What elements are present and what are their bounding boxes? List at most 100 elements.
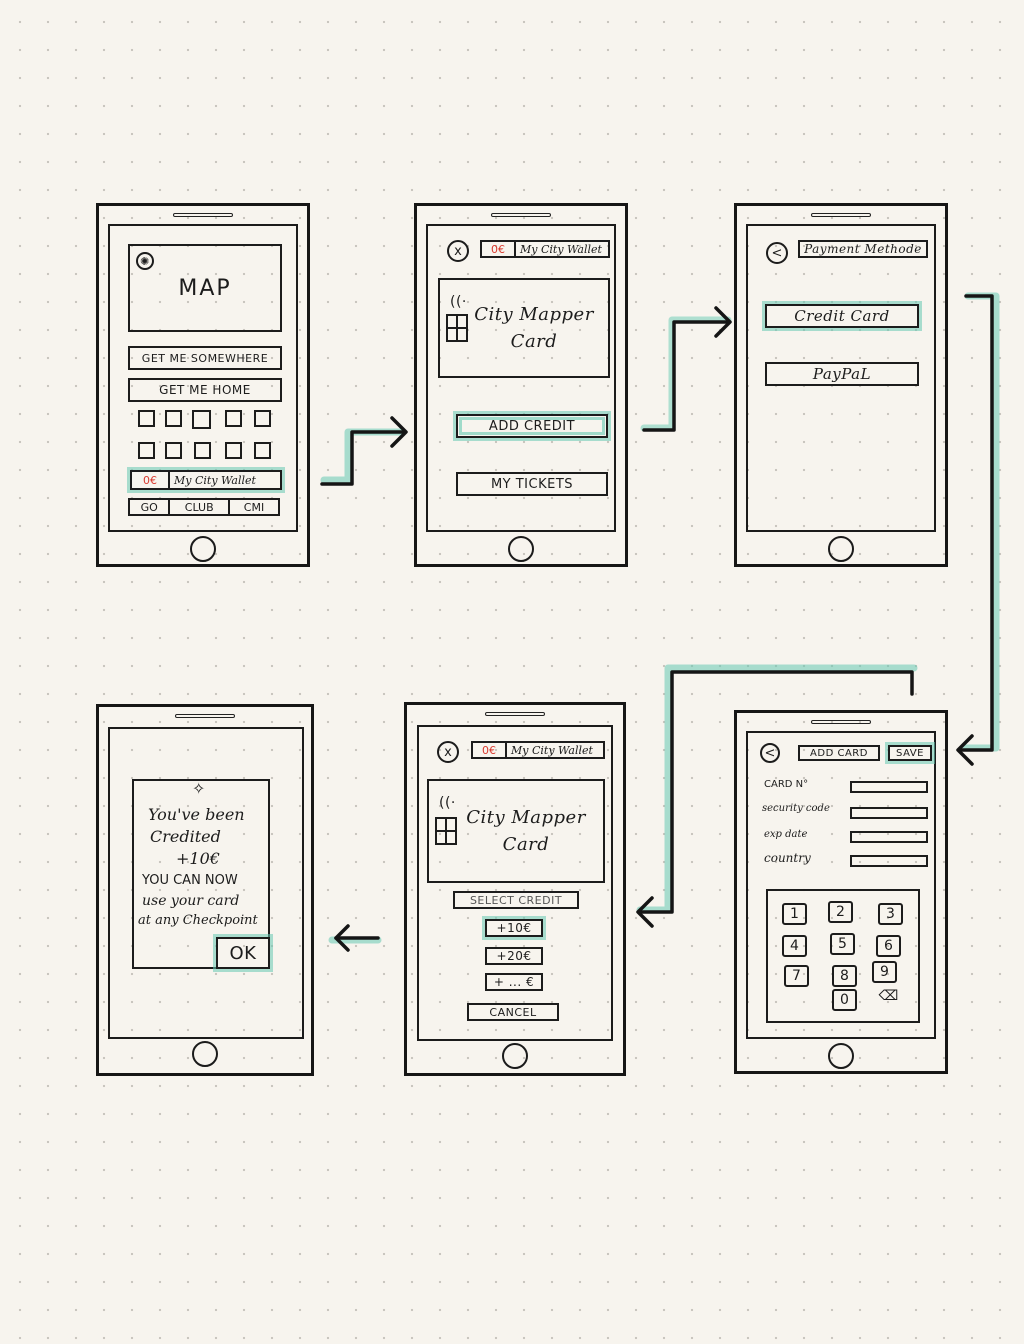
contactless-icon: ((· xyxy=(439,795,456,811)
message-line2: Credited xyxy=(150,827,221,846)
key-4[interactable]: 4 xyxy=(782,935,807,957)
ok-button[interactable]: OK xyxy=(216,937,270,969)
chip-icon xyxy=(446,314,468,342)
shortcut-tile[interactable] xyxy=(165,410,182,427)
arrow-1-highlight xyxy=(320,428,404,484)
key-2[interactable]: 2 xyxy=(828,901,853,923)
arrow-3 xyxy=(958,294,994,752)
page-title: ADD CARD xyxy=(798,745,880,761)
map-label: MAP xyxy=(178,275,232,301)
screen: ✺ MAP GET ME SOMEWHERE GET ME HOME 0€ My… xyxy=(108,224,298,532)
home-button[interactable] xyxy=(502,1043,528,1069)
message-line3: +10€ xyxy=(176,849,220,868)
key-1[interactable]: 1 xyxy=(782,903,807,925)
shortcut-tile[interactable] xyxy=(192,410,211,429)
wallet-bar[interactable]: 0€ My City Wallet xyxy=(130,470,282,490)
shortcut-tile[interactable] xyxy=(254,410,271,427)
arrow-4 xyxy=(640,670,914,914)
arrow-2-head xyxy=(714,306,732,338)
bottom-tab-bar: GO CLUB CMI xyxy=(128,498,280,516)
wallet-bar[interactable]: 0€ My City Wallet xyxy=(480,240,610,258)
home-button[interactable] xyxy=(828,1043,854,1069)
speaker xyxy=(811,213,871,217)
shortcut-tile[interactable] xyxy=(254,442,271,459)
tab-cmi[interactable]: CMI xyxy=(243,500,265,514)
chip-icon xyxy=(435,817,457,845)
country-field[interactable] xyxy=(850,855,928,867)
contactless-icon: ((· xyxy=(450,294,467,310)
key-7[interactable]: 7 xyxy=(784,965,809,987)
tab-go[interactable]: GO xyxy=(130,500,171,514)
my-tickets-button[interactable]: MY TICKETS xyxy=(456,472,608,496)
card-number-label: CARD N° xyxy=(764,779,809,790)
card-title-line2: Card xyxy=(502,834,550,855)
screen: x 0€ My City Wallet ((· City Mapper Card… xyxy=(426,224,616,532)
phone-wallet: x 0€ My City Wallet ((· City Mapper Card… xyxy=(414,203,628,567)
arrow-4-head xyxy=(636,896,654,928)
get-me-somewhere-button[interactable]: GET ME SOMEWHERE xyxy=(128,346,282,370)
close-icon[interactable]: x xyxy=(447,240,469,262)
card-title-line1: City Mapper xyxy=(466,807,586,828)
phone-payment-method: < Payment Methode Credit Card PayPaL xyxy=(734,203,948,567)
credit-card-option[interactable]: Credit Card xyxy=(765,304,919,328)
speaker xyxy=(811,720,871,724)
country-label: country xyxy=(764,851,811,865)
home-button[interactable] xyxy=(192,1041,218,1067)
key-5[interactable]: 5 xyxy=(830,933,855,955)
add-credit-button[interactable]: ADD CREDIT xyxy=(456,414,608,438)
security-code-field[interactable] xyxy=(850,807,928,819)
keypad: 1 2 3 4 5 6 7 8 9 0 ⌫ xyxy=(766,889,920,1023)
page-title: Payment Methode xyxy=(798,240,928,258)
credit-option-custom[interactable]: + ... € xyxy=(485,973,543,991)
card-number-field[interactable] xyxy=(850,781,928,793)
get-me-home-button[interactable]: GET ME HOME xyxy=(128,378,282,402)
message-line5: use your card xyxy=(142,893,240,909)
home-button[interactable] xyxy=(190,536,216,562)
shortcut-tile[interactable] xyxy=(194,442,211,459)
cancel-button[interactable]: CANCEL xyxy=(467,1003,559,1021)
map-view[interactable]: ✺ MAP xyxy=(128,244,282,332)
exp-date-field[interactable] xyxy=(850,831,928,843)
home-button[interactable] xyxy=(508,536,534,562)
wallet-bar[interactable]: 0€ My City Wallet xyxy=(471,741,605,759)
save-button[interactable]: SAVE xyxy=(888,745,932,761)
key-0[interactable]: 0 xyxy=(832,989,857,1011)
shortcut-tile[interactable] xyxy=(138,442,155,459)
shortcut-tile[interactable] xyxy=(165,442,182,459)
settings-icon[interactable]: ✺ xyxy=(136,252,154,270)
tab-club[interactable]: CLUB xyxy=(170,500,230,514)
home-button[interactable] xyxy=(828,536,854,562)
credit-option-20[interactable]: +20€ xyxy=(485,947,543,965)
key-3[interactable]: 3 xyxy=(878,903,903,925)
card-title-line1: City Mapper xyxy=(474,304,594,325)
key-9[interactable]: 9 xyxy=(872,961,897,983)
phone-select-credit: x 0€ My City Wallet ((· City Mapper Card… xyxy=(404,702,626,1076)
delete-key-icon[interactable]: ⌫ xyxy=(878,988,899,1004)
credit-option-10[interactable]: +10€ xyxy=(485,919,543,937)
wallet-amount: 0€ xyxy=(473,743,507,757)
celebration-icon: ✧ xyxy=(192,779,206,798)
shortcut-tile[interactable] xyxy=(138,410,155,427)
back-icon[interactable]: < xyxy=(760,743,780,763)
speaker xyxy=(485,712,545,716)
key-8[interactable]: 8 xyxy=(832,965,857,987)
message-line4: YOU CAN NOW xyxy=(142,873,238,888)
phone-confirmation: ✧ You've been Credited +10€ YOU CAN NOW … xyxy=(96,704,314,1076)
key-6[interactable]: 6 xyxy=(876,935,901,957)
shortcut-tile[interactable] xyxy=(225,442,242,459)
back-icon[interactable]: < xyxy=(766,242,788,264)
security-code-label: security code xyxy=(762,803,830,814)
city-mapper-card: ((· City Mapper Card xyxy=(438,278,610,378)
arrow-3-head xyxy=(956,734,974,766)
exp-date-label: exp date xyxy=(764,829,808,840)
phone-home: ✺ MAP GET ME SOMEWHERE GET ME HOME 0€ My… xyxy=(96,203,310,567)
shortcut-tile[interactable] xyxy=(225,410,242,427)
speaker xyxy=(491,213,551,217)
arrow-2 xyxy=(642,320,730,432)
paypal-option[interactable]: PayPaL xyxy=(765,362,919,386)
close-icon[interactable]: x xyxy=(437,741,459,763)
wallet-label: My City Wallet xyxy=(520,242,602,256)
speaker xyxy=(173,213,233,217)
